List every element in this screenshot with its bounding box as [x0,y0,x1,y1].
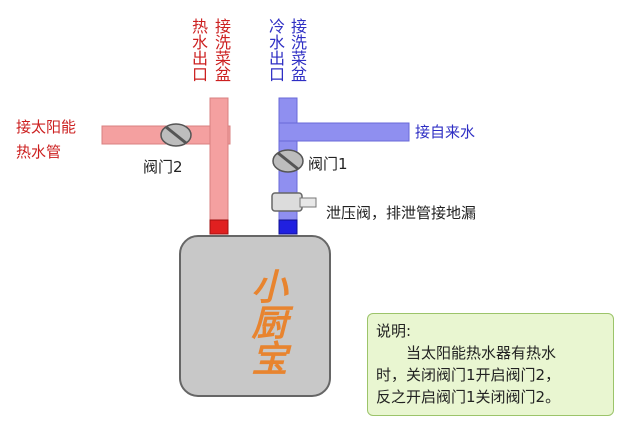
hot-outlet-dest-label: 接洗菜盆 [212,18,231,82]
valve1-label: 阀门1 [308,155,348,173]
cold-outlet-text: 冷水出口 [266,18,285,82]
hot-outlet-label: 热水出口 [189,18,208,82]
valve2-icon [160,123,192,147]
cold-connector [278,219,298,235]
note-box: 说明: 当太阳能热水器有热水 时，关闭阀门1开启阀门2， 反之开启阀门1关闭阀门… [367,313,614,416]
relief-valve-label: 泄压阀，排泄管接地漏 [326,204,477,222]
valve1-icon [272,149,304,173]
heater-brand-text: 小厨宝 [245,268,288,376]
cold-pipe-horizontal [278,122,410,142]
relief-valve-icon [271,192,317,212]
solar-pipe-label-line2: 热水管 [16,143,62,161]
cold-outlet-label: 冷水出口 [266,18,285,82]
cold-outlet-dest-text: 接洗菜盆 [288,18,307,82]
hot-pipe-vertical [209,97,229,225]
hot-connector [209,219,229,235]
valve2-label: 阀门2 [143,158,183,176]
heater-brand: 小厨宝 [236,268,296,376]
hot-outlet-dest-text: 接洗菜盆 [212,18,231,82]
note-line1: 当太阳能热水器有热水 [406,344,557,362]
water-heater-body [179,235,331,397]
cold-outlet-dest-label: 接洗菜盆 [288,18,307,82]
tap-water-label: 接自来水 [415,123,476,141]
note-line2: 时，关闭阀门1开启阀门2， [376,366,561,384]
note-line3: 反之开启阀门1关闭阀门2。 [376,388,561,406]
solar-pipe-label-line1: 接太阳能 [16,118,77,136]
note-title: 说明: [376,322,412,340]
hot-outlet-text: 热水出口 [189,18,208,82]
